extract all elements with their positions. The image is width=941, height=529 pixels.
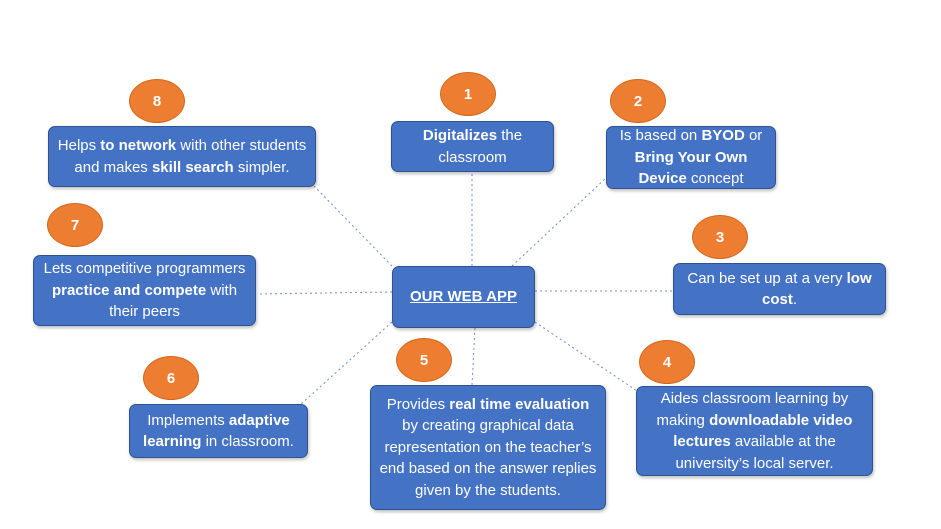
bold-text: skill search <box>151 158 234 176</box>
connector-6 <box>299 321 393 406</box>
text-span: by creating graphical data representatio… <box>379 417 597 499</box>
badge-5: 5 <box>396 338 452 382</box>
text-span: Lets competitive programmers <box>43 260 246 278</box>
bold-text: practice and compete <box>51 281 207 299</box>
text-span: simpler. <box>233 158 290 176</box>
badge-8: 8 <box>129 79 185 123</box>
badge-1: 1 <box>440 72 496 116</box>
node-text-4: Aides classroom learning by making downl… <box>645 388 864 474</box>
text-span: with other students and makes <box>74 137 307 176</box>
node-text-6: Implements adaptive learning in classroo… <box>138 410 299 453</box>
bold-text: low cost <box>761 269 872 309</box>
text-span: with their peers <box>109 281 238 321</box>
text-span: . <box>792 291 797 308</box>
connector-7 <box>256 291 393 295</box>
bold-text: Bring Your Own Device <box>634 148 748 188</box>
node-text-7: Lets competitive programmers practice an… <box>42 258 247 323</box>
badge-3: 3 <box>692 215 748 259</box>
text-span: the classroom <box>438 127 523 166</box>
connector-4 <box>534 321 641 394</box>
node-text-8: Helps to network with other students and… <box>57 135 307 178</box>
node-box-6: Implements adaptive learning in classroo… <box>129 404 308 458</box>
node-text-1: Digitalizes the classroom <box>400 125 545 168</box>
badge-2: 2 <box>610 79 666 123</box>
text-span: or <box>744 127 763 145</box>
node-box-8: Helps to network with other students and… <box>48 126 316 187</box>
badge-4: 4 <box>639 340 695 384</box>
badge-6: 6 <box>143 356 199 400</box>
text-span: Is based on <box>619 127 702 145</box>
bold-text: real time evaluation <box>449 395 590 413</box>
bold-text: BYOD <box>701 127 745 145</box>
badge-7: 7 <box>47 203 103 247</box>
text-span: Implements <box>147 411 229 429</box>
text-span: Aides classroom learning by making <box>656 390 849 429</box>
connector-8 <box>313 185 393 267</box>
node-box-1: Digitalizes the classroom <box>391 121 554 172</box>
node-text-2: Is based on BYOD or Bring Your Own Devic… <box>615 125 767 190</box>
node-text-3: Can be set up at a very low cost. <box>682 268 877 311</box>
text-span: Provides <box>386 395 450 413</box>
text-span: in classroom. <box>201 433 294 450</box>
text-span: Can be set up at a very <box>687 269 847 287</box>
node-box-7: Lets competitive programmers practice an… <box>33 255 256 326</box>
connector-5 <box>471 327 476 386</box>
hub-label: OUR WEB APP <box>410 288 517 306</box>
connector-2 <box>511 177 607 267</box>
bold-text: to network <box>100 137 177 154</box>
text-span: concept <box>686 170 744 188</box>
hub-box: OUR WEB APP <box>392 266 535 328</box>
node-box-2: Is based on BYOD or Bring Your Own Devic… <box>606 126 776 189</box>
bold-text: Digitalizes <box>422 127 498 144</box>
text-span: Helps <box>57 137 101 154</box>
node-text-5: Provides real time evaluation by creatin… <box>379 394 597 502</box>
bold-text: adaptive learning <box>143 411 290 451</box>
bold-text: downloadable video lectures <box>673 411 853 451</box>
node-box-3: Can be set up at a very low cost. <box>673 263 886 315</box>
node-box-5: Provides real time evaluation by creatin… <box>370 385 606 510</box>
text-span: available at the university’s local serv… <box>675 433 836 472</box>
node-box-4: Aides classroom learning by making downl… <box>636 386 873 476</box>
